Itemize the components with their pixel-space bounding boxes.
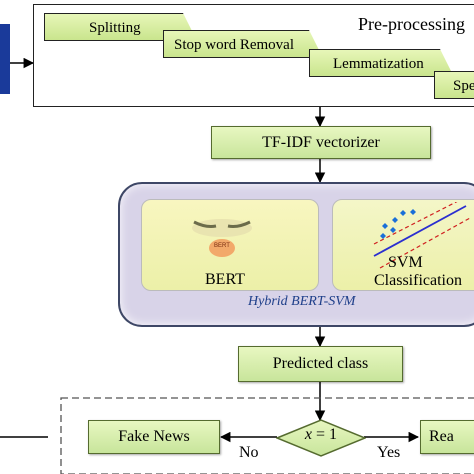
step-lemmatization: Lemmatization xyxy=(309,49,454,77)
bert-label: BERT xyxy=(205,271,245,288)
step-spe: Spe xyxy=(434,71,474,99)
tfidf-vectorizer-label: TF-IDF vectorizer xyxy=(262,134,380,151)
preprocessing-title: Pre-processing xyxy=(358,14,465,34)
predicted-class-label: Predicted class xyxy=(272,355,369,372)
predicted-class-box: Predicted class xyxy=(238,346,403,382)
bert-character-icon xyxy=(192,219,252,257)
step-splitting: Splitting xyxy=(44,13,197,41)
yes-label: Yes xyxy=(377,444,401,461)
bert-badge: BERT xyxy=(214,243,230,249)
decision-condition: x = 1 xyxy=(276,426,366,444)
no-label: No xyxy=(239,444,259,461)
fake-news-label: Fake News xyxy=(118,428,190,445)
svm-label-line1: SVM xyxy=(388,254,423,271)
hybrid-caption: Hybrid BERT-SVM xyxy=(248,294,356,309)
svm-label-line2: Classification xyxy=(374,272,462,289)
input-block xyxy=(0,24,10,94)
fake-news-box: Fake News xyxy=(88,420,220,454)
condition-value: = 1 xyxy=(312,426,338,443)
real-news-box: Rea xyxy=(420,420,474,454)
step-stop-word-removal: Stop word Removal xyxy=(163,30,323,58)
tfidf-vectorizer-box: TF-IDF vectorizer xyxy=(211,126,431,159)
decision-diamond xyxy=(276,419,366,457)
svm-plot-icon xyxy=(373,202,470,269)
real-news-label: Rea xyxy=(429,428,454,445)
condition-variable: x xyxy=(304,426,313,443)
